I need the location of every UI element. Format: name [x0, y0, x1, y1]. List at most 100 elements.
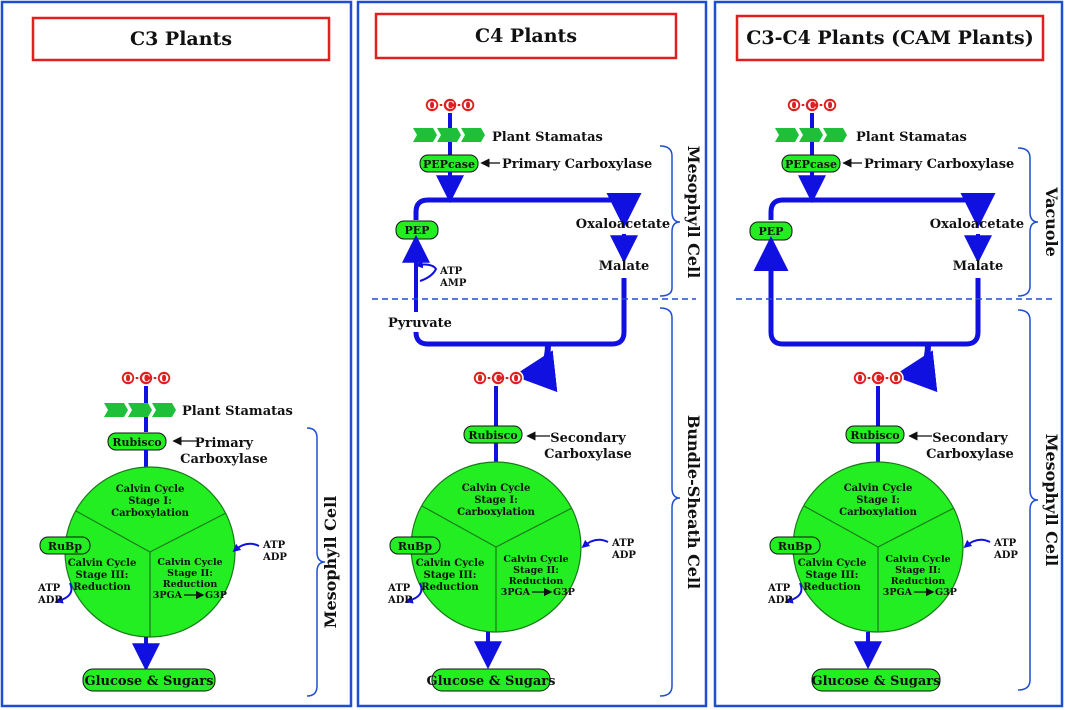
panel-border: [0, 0, 353, 708]
stage2-reactant: 3PGA: [501, 587, 531, 598]
co2-atom: C: [870, 370, 886, 386]
co2-atom: O: [424, 97, 440, 113]
oxaloacetate-label: Oxaloacetate: [930, 217, 1024, 232]
svg-text:O: O: [123, 372, 133, 385]
stage1-line2: Stage I:: [474, 495, 518, 506]
co2-atom: O: [822, 97, 838, 113]
stage3-line1: Calvin Cycle: [416, 558, 485, 569]
atp-arrow: [232, 542, 260, 553]
svg-text:C: C: [142, 372, 151, 385]
co2-atom: C: [138, 370, 154, 386]
malate-to-pyruvate-path: [413, 278, 627, 347]
product-label: Glucose & Sugars: [812, 674, 941, 689]
svg-text:O: O: [855, 372, 865, 385]
product-label: Glucose & Sugars: [85, 674, 214, 689]
atp-arrow: [54, 582, 73, 604]
pep-to-oxaloacetate-arrow: [768, 193, 996, 228]
co2-atom: C: [804, 97, 820, 113]
oxaloacetate-label: Oxaloacetate: [576, 217, 670, 232]
stage2-line1: Calvin Cycle: [885, 554, 950, 565]
energy-in: ATP: [993, 538, 1017, 549]
svg-text:O: O: [463, 99, 473, 112]
energy-out: ADP: [262, 552, 287, 563]
stomata-icon: [413, 128, 485, 142]
carboxylase-line1: Secondary: [550, 431, 626, 446]
pyruvate-label: Pyruvate: [388, 316, 452, 331]
pep-label: PEP: [405, 224, 430, 237]
stomata-icon: [104, 403, 176, 417]
brace: [1017, 309, 1039, 691]
co2-atom: C: [442, 97, 458, 113]
pepcase-label: PEPcase: [423, 158, 475, 171]
energy-in: ATP: [767, 583, 791, 594]
svg-text:O: O: [825, 99, 835, 112]
co2-atom: O: [120, 370, 136, 386]
energy-arrow: [414, 260, 438, 282]
rubp-label: RuBp: [48, 540, 82, 553]
stage3-line2: Stage III:: [424, 570, 477, 581]
co2-atom: C: [490, 370, 506, 386]
brace: [659, 307, 681, 697]
svg-text:C: C: [494, 372, 503, 385]
carboxylase-line1: Primary: [195, 436, 254, 451]
stage3-line3: Reduction: [421, 582, 479, 593]
stage2-line2: Stage II:: [895, 565, 941, 576]
malate-to-pep-path: [753, 236, 981, 347]
svg-text:O: O: [891, 372, 901, 385]
co2-atom: O: [888, 370, 904, 386]
stage1-line3: Carboxylation: [839, 507, 918, 518]
stomata-label: Plant Stamatas: [182, 404, 293, 419]
stage3-line3: Reduction: [73, 582, 131, 593]
rubisco-pill: [845, 425, 905, 444]
rubisco-label: Rubisco: [850, 429, 899, 442]
stage2-product: G3P: [205, 590, 227, 601]
title-box: [31, 16, 331, 62]
stage3-line2: Stage III:: [76, 570, 129, 581]
pep-to-oxaloacetate-arrow: [413, 193, 642, 228]
pep-energy-in: ATP: [439, 266, 463, 277]
stage1-line2: Stage I:: [856, 495, 900, 506]
side-label-top: Vacuole: [1042, 186, 1061, 257]
co2-atom: O: [156, 370, 172, 386]
panel-c4: C4 Plants O C O Plant Stamatas PEPcase P…: [356, 0, 708, 708]
energy-out: ADP: [767, 595, 792, 606]
atp-arrow: [581, 538, 609, 549]
stage3-line1: Calvin Cycle: [68, 558, 137, 569]
product-pill: [811, 668, 941, 692]
co2-molecule: O C O: [472, 370, 524, 386]
title-box: [374, 12, 678, 60]
stage2-line1: Calvin Cycle: [503, 554, 568, 565]
co2-atom: O: [852, 370, 868, 386]
svg-text:O: O: [789, 99, 799, 112]
panel-border: [356, 0, 708, 708]
co2-atom: O: [786, 97, 802, 113]
carboxylase-line1: Secondary: [932, 431, 1008, 446]
svg-text:O: O: [511, 372, 521, 385]
svg-text:C: C: [808, 99, 817, 112]
energy-in: ATP: [611, 538, 635, 549]
carboxylase-line2: Carboxylase: [544, 447, 632, 462]
stage2-product: G3P: [553, 587, 575, 598]
co2-release-arrow: [893, 343, 938, 393]
stage1-line2: Stage I:: [128, 496, 172, 507]
side-label-top: Mesophyll Cell: [684, 146, 703, 278]
svg-text:O: O: [427, 99, 437, 112]
stage3-line1: Calvin Cycle: [798, 558, 867, 569]
calvin-cycle: Calvin Cycle Stage I: Carboxylation Calv…: [64, 466, 236, 638]
co2-atom: O: [472, 370, 488, 386]
brace: [659, 145, 681, 297]
atp-arrow: [963, 538, 991, 549]
panel-title: C4 Plants: [475, 25, 577, 47]
energy-in: ATP: [37, 583, 61, 594]
co2-molecule: O C O: [424, 97, 476, 113]
energy-out: ADP: [387, 595, 412, 606]
brace: [1017, 147, 1039, 297]
rubp-pill: [769, 536, 821, 555]
rubisco-label: Rubisco: [112, 436, 161, 449]
panel-cam: C3-C4 Plants (CAM Plants) O C O Plant St…: [713, 0, 1064, 708]
energy-out: ADP: [993, 550, 1018, 561]
rubp-label: RuBp: [398, 540, 432, 553]
pep-label: PEP: [759, 225, 784, 238]
pep-energy-out: AMP: [439, 278, 467, 289]
stage2-line3: Reduction: [163, 579, 218, 590]
